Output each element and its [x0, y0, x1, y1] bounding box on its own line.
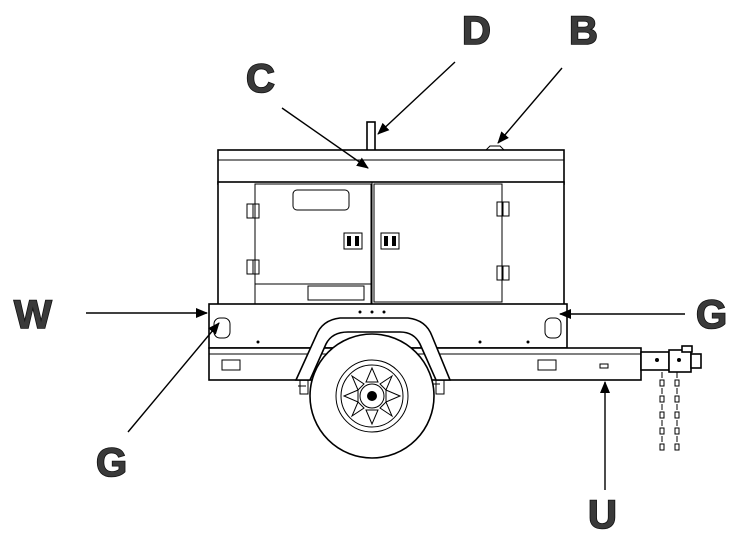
callout-label-u: U — [588, 493, 617, 533]
callout-arrows — [86, 61, 685, 490]
arrow-d — [377, 61, 456, 135]
safety-chains — [659, 372, 680, 451]
wheel-fender — [294, 317, 452, 395]
callout-label-d: D — [462, 9, 491, 53]
arrow-c — [281, 107, 369, 169]
door-hinges — [246, 201, 510, 281]
exhaust-stack — [366, 121, 376, 153]
enclosure-roof — [217, 145, 565, 185]
callout-label-c: C — [246, 57, 275, 101]
generator-enclosure — [217, 181, 565, 307]
arrow-g-left — [127, 322, 220, 433]
callout-label-w: W — [14, 293, 52, 337]
wheel — [309, 333, 435, 459]
door-latch-right — [380, 232, 400, 250]
tow-hitch — [640, 345, 702, 373]
door-latch-left — [343, 232, 363, 250]
arrow-b — [497, 67, 563, 144]
callout-label-g-left: G — [96, 441, 127, 485]
callout-label-b: B — [569, 9, 598, 53]
callout-label-g-right: G — [696, 293, 727, 337]
